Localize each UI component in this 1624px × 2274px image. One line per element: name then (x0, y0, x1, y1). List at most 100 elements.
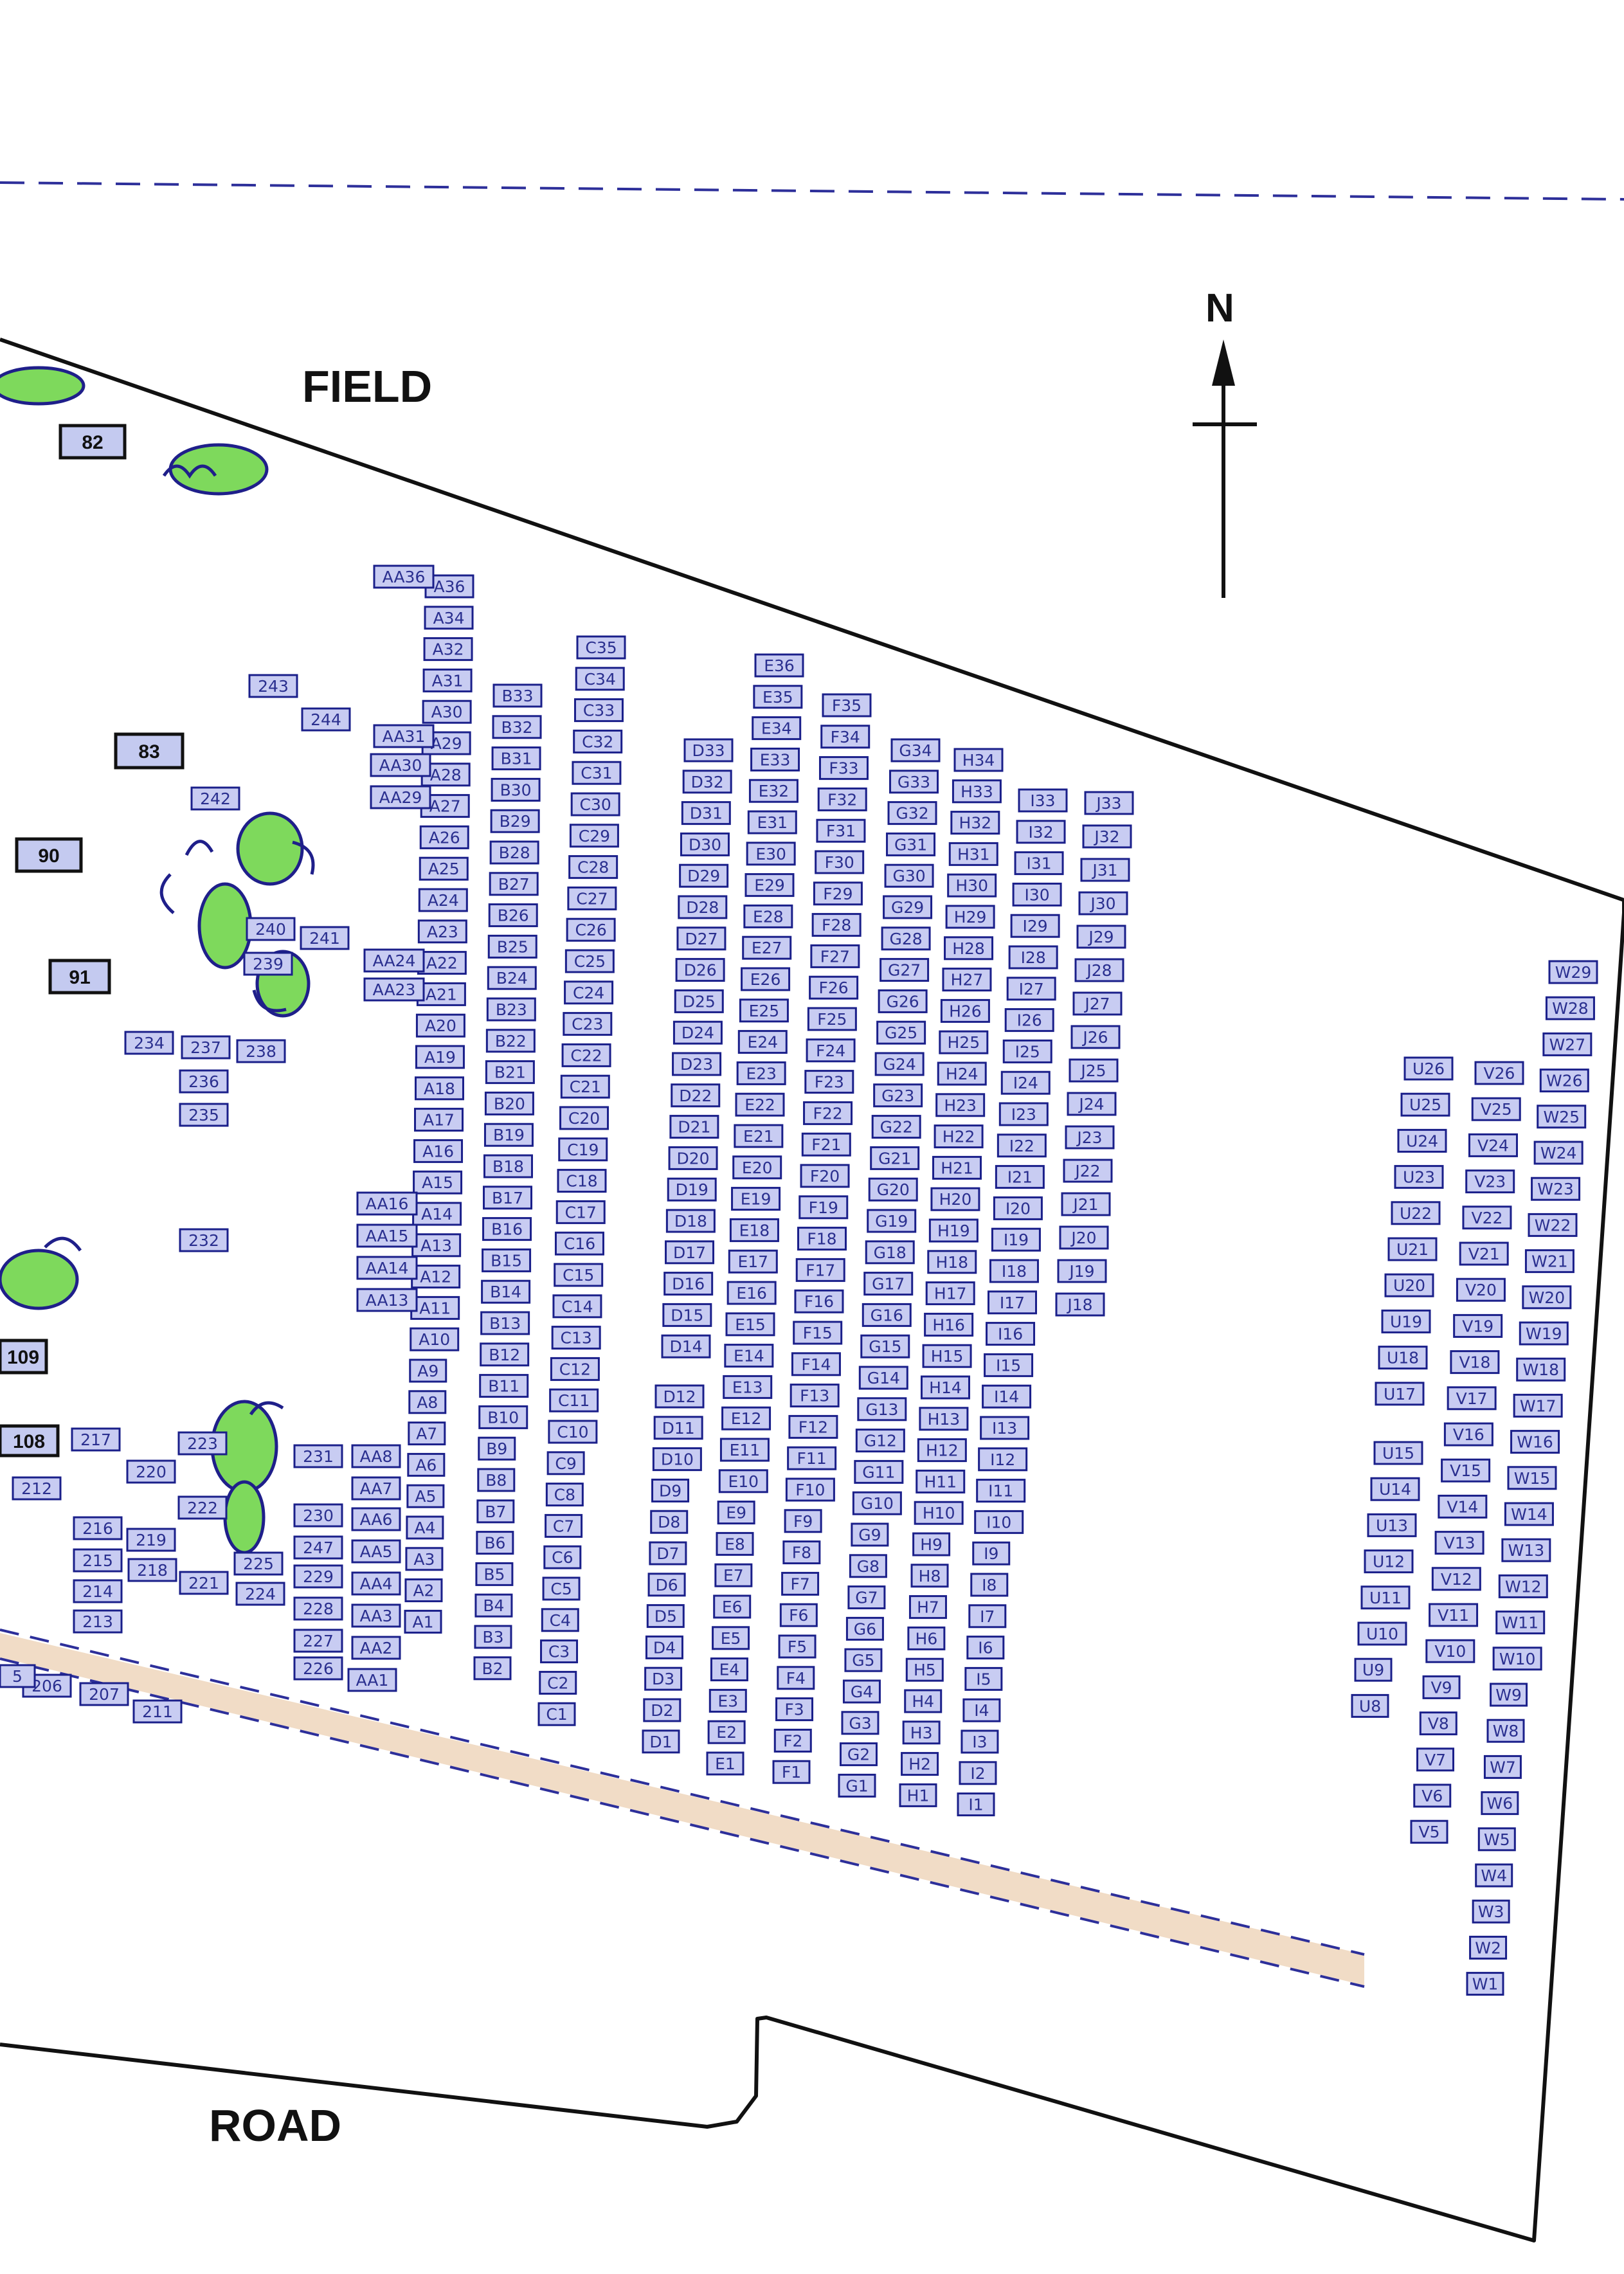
plot-a18[interactable]: A18 (414, 1076, 464, 1101)
plot-v24[interactable]: V24 (1468, 1133, 1518, 1157)
plot-a20[interactable]: A20 (415, 1013, 465, 1038)
plot-f18[interactable]: F18 (797, 1227, 847, 1251)
plot-f8[interactable]: F8 (782, 1540, 821, 1565)
plot-w29[interactable]: W29 (1548, 960, 1598, 984)
plot-c25[interactable]: C25 (564, 949, 615, 973)
plot-u24[interactable]: U24 (1397, 1128, 1447, 1153)
plot-d20[interactable]: D20 (668, 1146, 718, 1170)
plot-a5[interactable]: A5 (406, 1484, 445, 1508)
plot-b16[interactable]: B16 (482, 1217, 532, 1241)
plot-g23[interactable]: G23 (873, 1083, 923, 1108)
plot-216[interactable]: 216 (73, 1516, 123, 1540)
plot-u18[interactable]: U18 (1378, 1346, 1428, 1370)
plot-u11[interactable]: U11 (1360, 1585, 1411, 1610)
plot-v26[interactable]: V26 (1474, 1061, 1524, 1085)
plot-c16[interactable]: C16 (554, 1231, 604, 1256)
plot-a22[interactable]: A22 (417, 951, 467, 975)
plot-v15[interactable]: V15 (1441, 1458, 1491, 1483)
plot-d26[interactable]: D26 (675, 958, 725, 982)
plot-g3[interactable]: G3 (841, 1711, 880, 1735)
plot-b5[interactable]: B5 (475, 1562, 514, 1586)
plot-a9[interactable]: A9 (409, 1358, 447, 1383)
plot-i7[interactable]: I7 (968, 1604, 1007, 1629)
plot-aa16[interactable]: AA16 (356, 1191, 418, 1216)
plot-a24[interactable]: A24 (418, 888, 468, 912)
plot-u8[interactable]: U8 (1351, 1693, 1389, 1718)
plot-e34[interactable]: E34 (752, 716, 802, 741)
plot-w22[interactable]: W22 (1528, 1213, 1578, 1237)
plot-e22[interactable]: E22 (735, 1092, 785, 1117)
plot-c17[interactable]: C17 (555, 1200, 606, 1224)
plot-f10[interactable]: F10 (785, 1477, 835, 1502)
plot-c30[interactable]: C30 (570, 792, 620, 817)
plot-f11[interactable]: F11 (787, 1446, 837, 1470)
plot-f17[interactable]: F17 (795, 1258, 845, 1282)
plot-i11[interactable]: I11 (976, 1479, 1026, 1503)
plot-h10[interactable]: H10 (914, 1501, 964, 1525)
plot-h2[interactable]: H2 (901, 1752, 939, 1776)
plot-g25[interactable]: G25 (876, 1020, 926, 1045)
plot-d29[interactable]: D29 (679, 863, 729, 888)
plot-h3[interactable]: H3 (902, 1720, 941, 1745)
marker-83[interactable]: 83 (114, 732, 185, 770)
plot-g2[interactable]: G2 (839, 1742, 878, 1767)
plot-b15[interactable]: B15 (482, 1248, 532, 1272)
plot-c33[interactable]: C33 (573, 698, 624, 723)
marker-108[interactable]: 108 (0, 1424, 60, 1457)
plot-c32[interactable]: C32 (573, 729, 623, 753)
plot-e30[interactable]: E30 (746, 842, 796, 866)
plot-j33[interactable]: J33 (1084, 791, 1134, 815)
plot-f14[interactable]: F14 (791, 1352, 841, 1376)
plot-d31[interactable]: D31 (681, 801, 731, 826)
plot-h16[interactable]: H16 (924, 1312, 974, 1337)
marker-91[interactable]: 91 (48, 959, 111, 995)
plot-d18[interactable]: D18 (665, 1209, 716, 1233)
plot-219[interactable]: 219 (126, 1528, 176, 1552)
plot-h23[interactable]: H23 (935, 1093, 986, 1117)
plot-h21[interactable]: H21 (932, 1155, 982, 1180)
plot-b3[interactable]: B3 (474, 1625, 512, 1649)
plot-c12[interactable]: C12 (550, 1357, 600, 1381)
plot-c21[interactable]: C21 (560, 1074, 610, 1099)
plot-d12[interactable]: D12 (654, 1384, 705, 1409)
plot-h6[interactable]: H6 (907, 1626, 946, 1650)
marker-82[interactable]: 82 (59, 424, 127, 460)
plot-a31[interactable]: A31 (422, 668, 473, 692)
plot-aa2[interactable]: AA2 (351, 1636, 401, 1660)
plot-a26[interactable]: A26 (419, 825, 469, 849)
plot-u17[interactable]: U17 (1375, 1382, 1425, 1406)
plot-w12[interactable]: W12 (1498, 1574, 1548, 1598)
plot-244[interactable]: 244 (301, 707, 351, 732)
plot-i2[interactable]: I2 (959, 1761, 997, 1785)
plot-v22[interactable]: V22 (1462, 1205, 1512, 1230)
plot-aa6[interactable]: AA6 (351, 1507, 401, 1531)
plot-aa31[interactable]: AA31 (373, 724, 435, 748)
plot-h14[interactable]: H14 (920, 1375, 970, 1400)
plot-b7[interactable]: B7 (476, 1499, 515, 1524)
plot-b6[interactable]: B6 (476, 1531, 514, 1555)
plot-w19[interactable]: W19 (1519, 1321, 1569, 1346)
plot-b8[interactable]: B8 (477, 1468, 516, 1492)
plot-u26[interactable]: U26 (1403, 1056, 1454, 1081)
plot-a11[interactable]: A11 (410, 1295, 460, 1320)
plot-h27[interactable]: H27 (942, 968, 992, 992)
plot-j24[interactable]: J24 (1067, 1092, 1117, 1116)
plot-d30[interactable]: D30 (680, 832, 730, 856)
plot-e4[interactable]: E4 (710, 1657, 748, 1682)
plot-d7[interactable]: D7 (649, 1541, 687, 1566)
plot-e13[interactable]: E13 (723, 1375, 773, 1399)
plot-aa8[interactable]: AA8 (351, 1444, 401, 1468)
plot-c29[interactable]: C29 (569, 824, 619, 848)
plot-w4[interactable]: W4 (1475, 1863, 1513, 1888)
plot-w8[interactable]: W8 (1486, 1719, 1525, 1743)
plot-b30[interactable]: B30 (491, 777, 541, 802)
plot-h32[interactable]: H32 (950, 811, 1000, 835)
plot-e26[interactable]: E26 (741, 967, 791, 991)
plot-b33[interactable]: B33 (492, 683, 543, 708)
plot-h34[interactable]: H34 (953, 748, 1004, 772)
plot-b27[interactable]: B27 (489, 872, 539, 896)
plot-j26[interactable]: J26 (1070, 1025, 1121, 1049)
plot-aa7[interactable]: AA7 (351, 1476, 401, 1501)
plot-e29[interactable]: E29 (744, 873, 795, 898)
plot-h24[interactable]: H24 (937, 1061, 987, 1086)
